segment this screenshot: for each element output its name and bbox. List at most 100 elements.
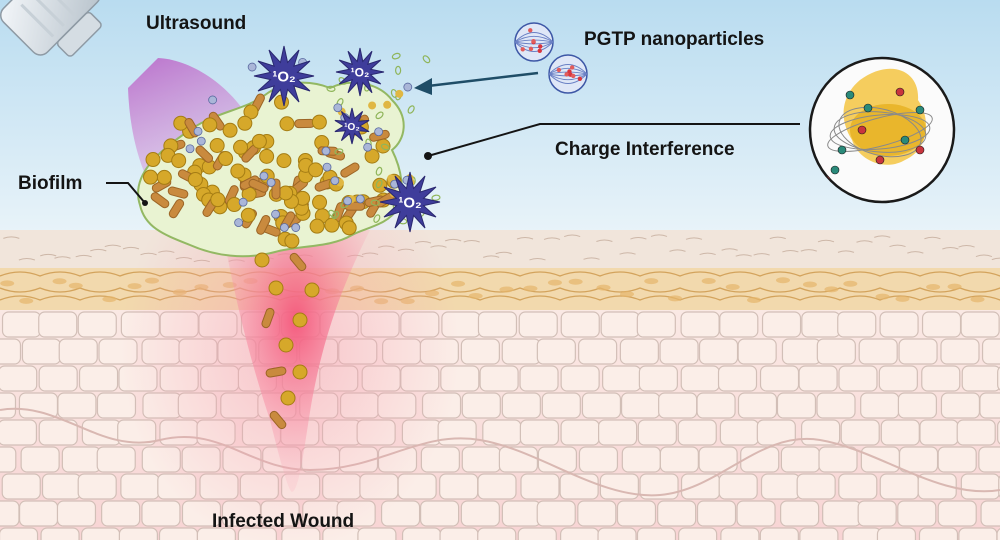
dermis-fibroblast	[451, 280, 466, 287]
coccus-bacterium	[324, 217, 340, 233]
nanoparticle-dot	[374, 127, 384, 137]
tissue-cell	[822, 500, 862, 527]
rod-bacterium	[265, 366, 287, 378]
tissue-cell	[460, 338, 500, 365]
tissue-cell	[18, 392, 59, 419]
tissue-cell	[1, 311, 42, 338]
tissue-cell	[816, 392, 856, 419]
rod-bacterium	[195, 145, 214, 163]
tissue-cell	[420, 500, 460, 527]
epidermis-cell-line	[495, 251, 512, 255]
coccus-bacterium	[259, 148, 275, 164]
epidermis-cell-line	[40, 253, 57, 257]
tissue-cell	[477, 473, 517, 500]
nanoparticle-core-dot	[567, 69, 572, 74]
coccus-bacterium	[364, 148, 380, 164]
tissue-cell	[158, 527, 199, 540]
pgtp-nanoparticle	[514, 22, 554, 62]
tissue-cell	[0, 365, 38, 392]
rod-bacterium	[248, 178, 269, 193]
epidermis-cell-line	[721, 248, 738, 251]
epidermis-cell-line	[907, 251, 924, 254]
tissue-cell	[921, 311, 962, 338]
tissue-cell	[958, 527, 998, 540]
matrix-fragment	[331, 211, 340, 220]
singlet-oxygen-burst	[253, 45, 315, 107]
tissue-cell	[897, 392, 937, 419]
dermis-fibroblast	[926, 283, 941, 290]
tissue-cell	[519, 419, 559, 446]
epidermis-cell-line	[543, 237, 561, 240]
tissue-cell	[77, 473, 117, 500]
tissue-cell	[659, 446, 699, 473]
charge-leader-line	[427, 123, 800, 157]
tissue-cell	[141, 500, 181, 527]
coccus-bacterium	[278, 185, 294, 201]
tissue-cell	[479, 365, 519, 392]
coccus-bacterium	[209, 138, 225, 154]
nanoparticle-dot	[333, 103, 343, 113]
nanoparticle-strand	[514, 41, 554, 49]
tissue-cell	[81, 527, 121, 540]
matrix-fragment	[370, 199, 380, 206]
matrix-fragment	[422, 55, 431, 64]
tissue-cell	[621, 446, 661, 473]
tissue-cell	[600, 311, 640, 338]
epidermis-cell-line	[856, 240, 873, 243]
tissue-cell	[719, 419, 759, 446]
singlet-oxygen-text: ¹O₂	[344, 122, 360, 133]
matrix-fragment	[328, 209, 337, 218]
matrix-fragment	[373, 214, 381, 223]
tissue-cell	[96, 446, 136, 473]
tissue-cell	[517, 527, 557, 540]
epidermis-cell-line	[650, 234, 668, 237]
tissue-cell	[439, 527, 479, 540]
tissue-cell	[616, 500, 657, 527]
tissue-cell	[776, 392, 817, 419]
zoom-orbit	[833, 111, 927, 153]
ultrasound-label: Ultrasound	[146, 13, 247, 34]
epidermis-cell-line	[483, 255, 500, 258]
singlet-oxygen-star: ¹O₂	[334, 107, 370, 145]
epidermis-cell-line	[753, 253, 770, 256]
nanoparticle-core-dot	[531, 38, 536, 44]
tissue-cell	[780, 446, 821, 473]
tissue-cell	[998, 473, 1000, 500]
tissue-cell	[439, 473, 479, 500]
tissue-cell	[78, 365, 119, 392]
tissue-cell	[937, 500, 977, 527]
zoom-charge-particle	[857, 125, 867, 135]
infected-wound-label: Infected Wound	[212, 511, 355, 532]
tissue-cell	[838, 473, 878, 500]
singlet-oxygen-star: ¹O₂	[379, 171, 441, 233]
dermis-fibroblast	[523, 285, 538, 292]
dermis-fibroblast	[970, 296, 985, 303]
tissue-cell	[717, 365, 758, 392]
singlet-oxygen-text: ¹O₂	[351, 66, 370, 80]
epidermis-cell-line	[583, 257, 600, 260]
tissue-cell	[461, 446, 501, 473]
tissue-cell	[40, 527, 80, 540]
tissue-cell	[838, 365, 878, 392]
tissue-cell	[0, 527, 39, 540]
dermis-fibroblast	[644, 278, 659, 285]
dermis-fibroblast	[947, 283, 962, 290]
nanoparticle-strand	[548, 67, 588, 75]
biofilm-label: Biofilm	[18, 173, 83, 194]
pgtp-nanoparticle-icons	[514, 22, 588, 94]
coccus-bacterium	[304, 282, 320, 298]
delivery-arrow	[414, 71, 539, 95]
tissue-cell	[956, 419, 996, 446]
epidermis-cell-line	[3, 236, 20, 239]
pgtp-nanoparticle	[548, 54, 588, 94]
coccus-bacterium	[292, 312, 308, 328]
coccus-bacterium	[171, 153, 187, 169]
zoom-charge-particle	[863, 103, 873, 113]
dermis-fibroblast	[725, 284, 740, 291]
nanoparticle-dot	[322, 162, 332, 172]
zoom-charge-particle	[830, 165, 840, 175]
dermis-fibroblast	[668, 295, 683, 302]
epidermis-cell-line	[958, 245, 975, 248]
tissue-cell	[818, 446, 858, 473]
tissue-cell	[18, 500, 59, 527]
